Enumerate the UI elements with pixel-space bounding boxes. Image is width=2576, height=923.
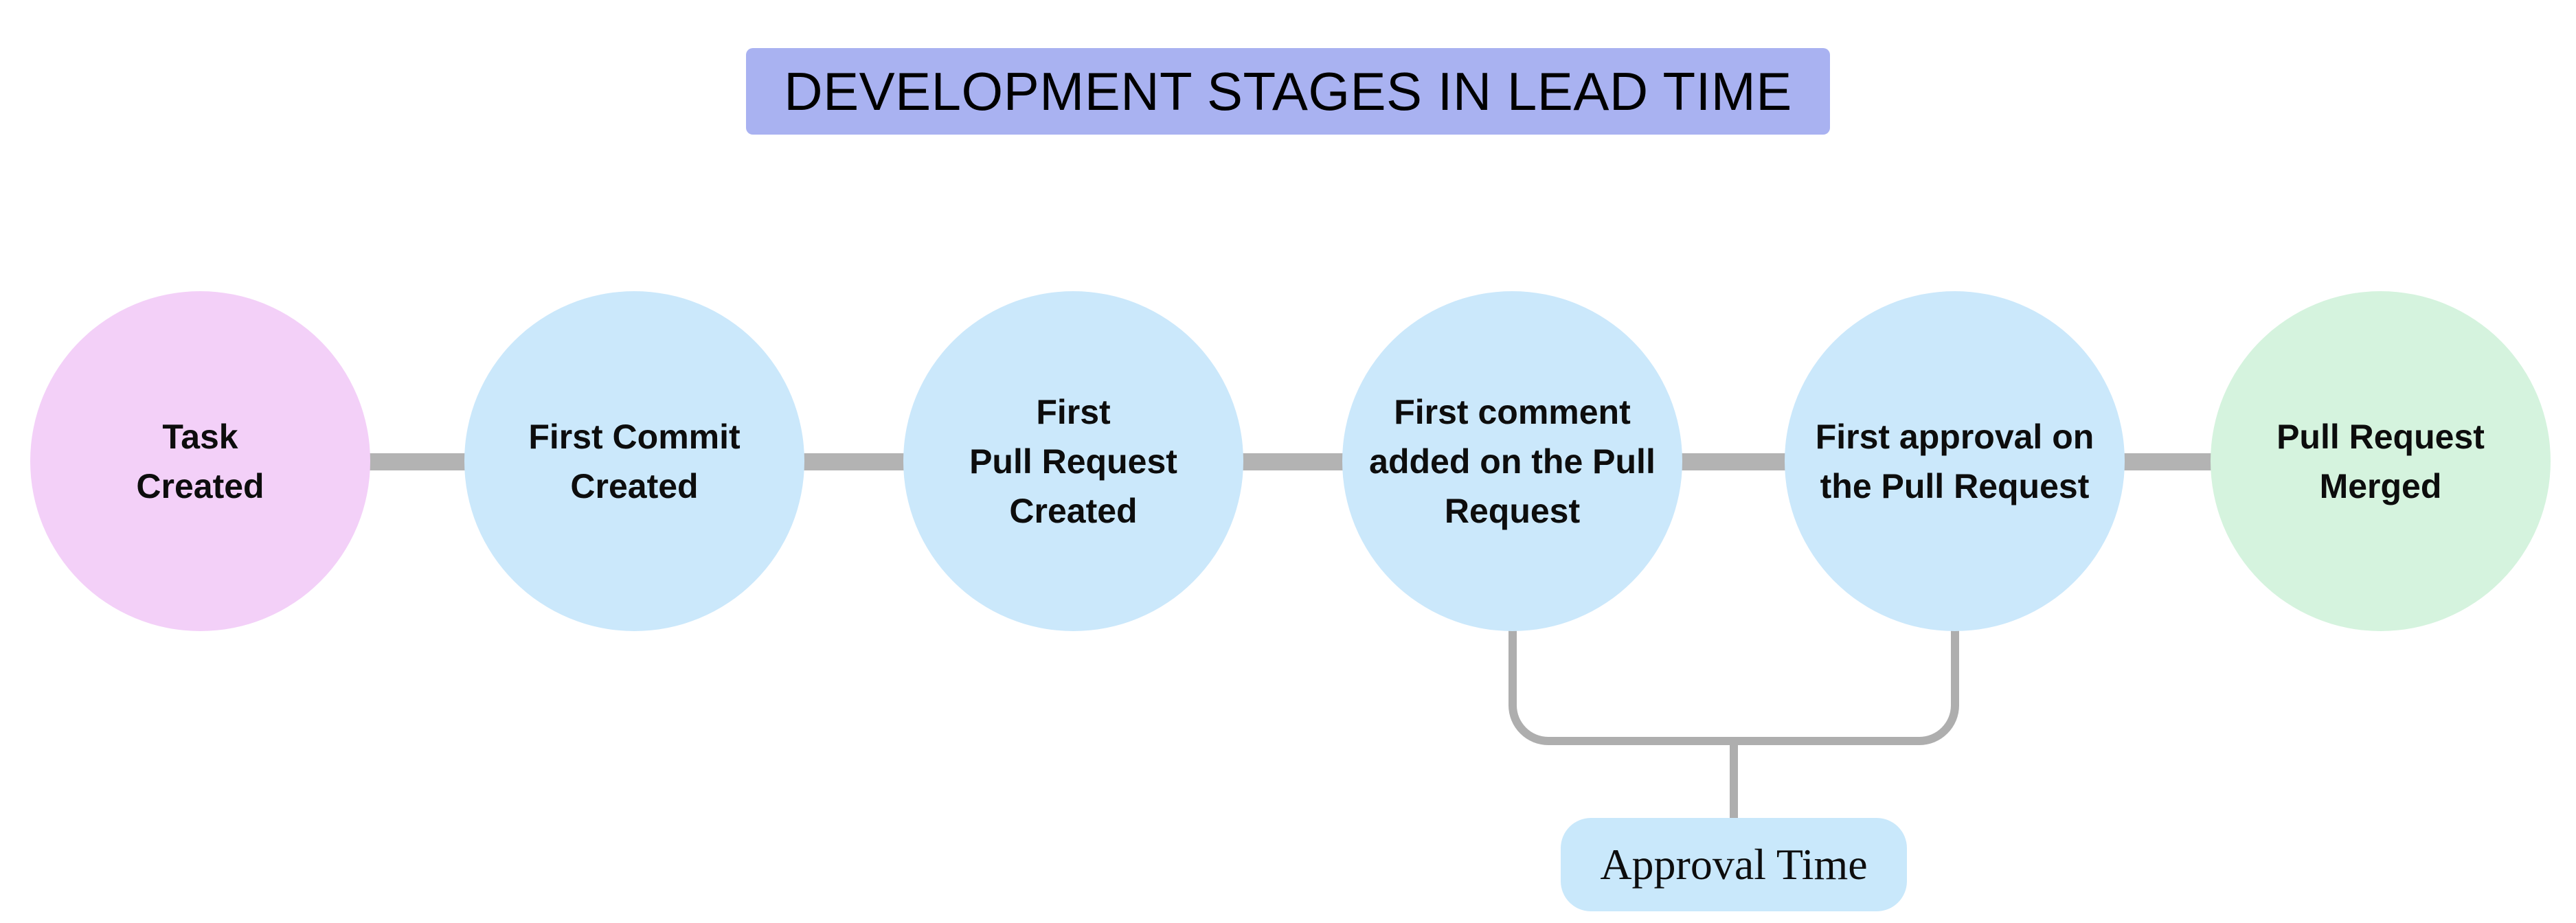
stage-label: First approval on the Pull Request [1815,417,2094,505]
approval-time-badge: Approval Time [1561,818,1907,911]
approval-time-label: Approval Time [1600,840,1868,889]
stage-circle-first-comment-added: First comment added on the Pull Request [1342,291,1682,631]
stage-label: First comment added on the Pull Request [1369,392,1656,530]
stage-circle-first-approval: First approval on the Pull Request [1785,291,2125,631]
approval-time-bracket-stem [1730,744,1738,818]
diagram-title: DEVELOPMENT STAGES IN LEAD TIME [746,48,1830,135]
stage-label: Pull Request Merged [2276,417,2485,505]
stage-circle-first-commit-created: First Commit Created [464,291,804,631]
approval-time-bracket [1509,628,1959,745]
stage-label: First Commit Created [528,417,741,505]
title-bar: DEVELOPMENT STAGES IN LEAD TIME [0,48,2576,135]
stage-label: Task Created [136,417,264,505]
stage-circle-task-created: Task Created [30,291,370,631]
stage-circle-first-pull-request-created: First Pull Request Created [903,291,1243,631]
stage-circle-pull-request-merged: Pull Request Merged [2211,291,2551,631]
stage-label: First Pull Request Created [969,392,1177,530]
